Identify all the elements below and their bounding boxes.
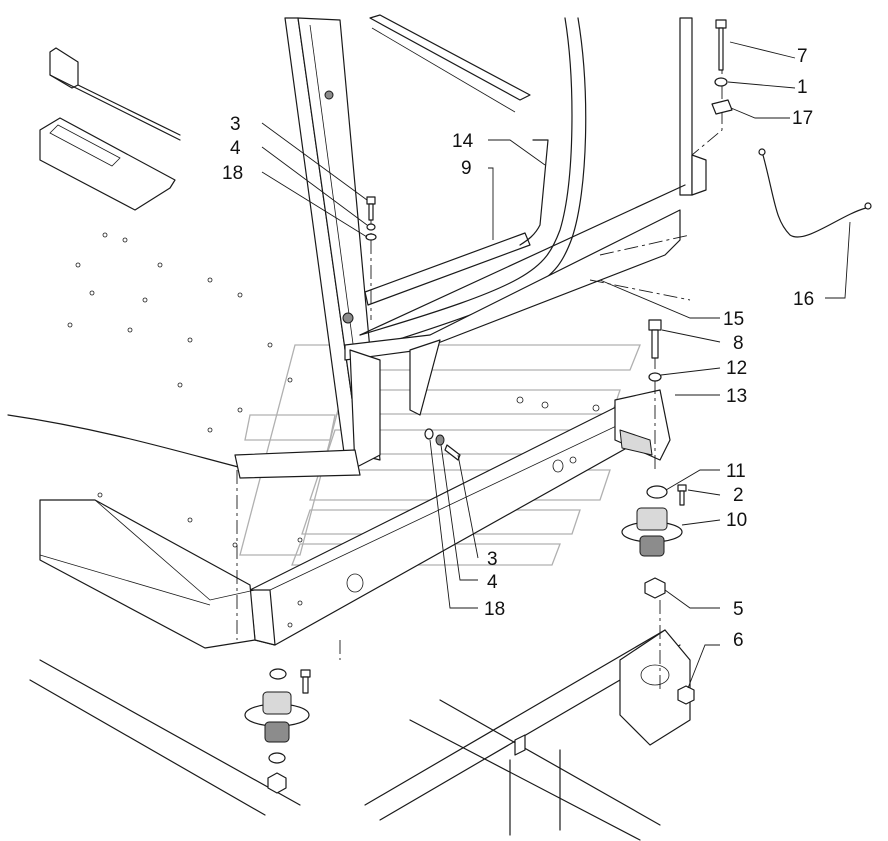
callout-14: 14 <box>452 131 474 152</box>
sill-panel <box>234 209 681 479</box>
callout-11: 11 <box>726 461 746 482</box>
callout-1: 1 <box>797 77 808 98</box>
callout-10: 10 <box>726 510 747 531</box>
callout-12: 12 <box>726 358 747 379</box>
callout-7: 7 <box>797 46 808 67</box>
callout-labels: 7 1 17 3 4 18 14 9 16 15 8 12 13 11 2 10… <box>222 46 814 651</box>
callout-5: 5 <box>733 599 744 620</box>
lower-left-frame <box>39 499 256 649</box>
callout-8: 8 <box>733 333 744 354</box>
callout-2: 2 <box>733 485 744 506</box>
callout-4-lower: 4 <box>487 572 498 593</box>
callout-18-upper: 18 <box>222 163 243 184</box>
top-left-bracket <box>39 47 181 211</box>
chassis-frame <box>29 629 691 841</box>
callout-3-upper: 3 <box>230 114 241 135</box>
assembly-lines <box>236 60 723 690</box>
hardware <box>244 19 872 794</box>
callout-9: 9 <box>461 158 472 179</box>
mount-bracket <box>614 389 671 461</box>
callout-16: 16 <box>793 289 814 310</box>
floor-holes <box>67 232 303 548</box>
callout-18-lower: 18 <box>484 599 505 620</box>
callout-6: 6 <box>733 630 744 651</box>
callout-3-lower: 3 <box>487 549 498 570</box>
leader-lines <box>261 41 851 689</box>
callout-4-upper: 4 <box>230 138 241 159</box>
callout-17: 17 <box>792 108 813 129</box>
callout-13: 13 <box>726 386 747 407</box>
floor-plate <box>7 232 303 548</box>
callout-15: 15 <box>723 309 744 330</box>
